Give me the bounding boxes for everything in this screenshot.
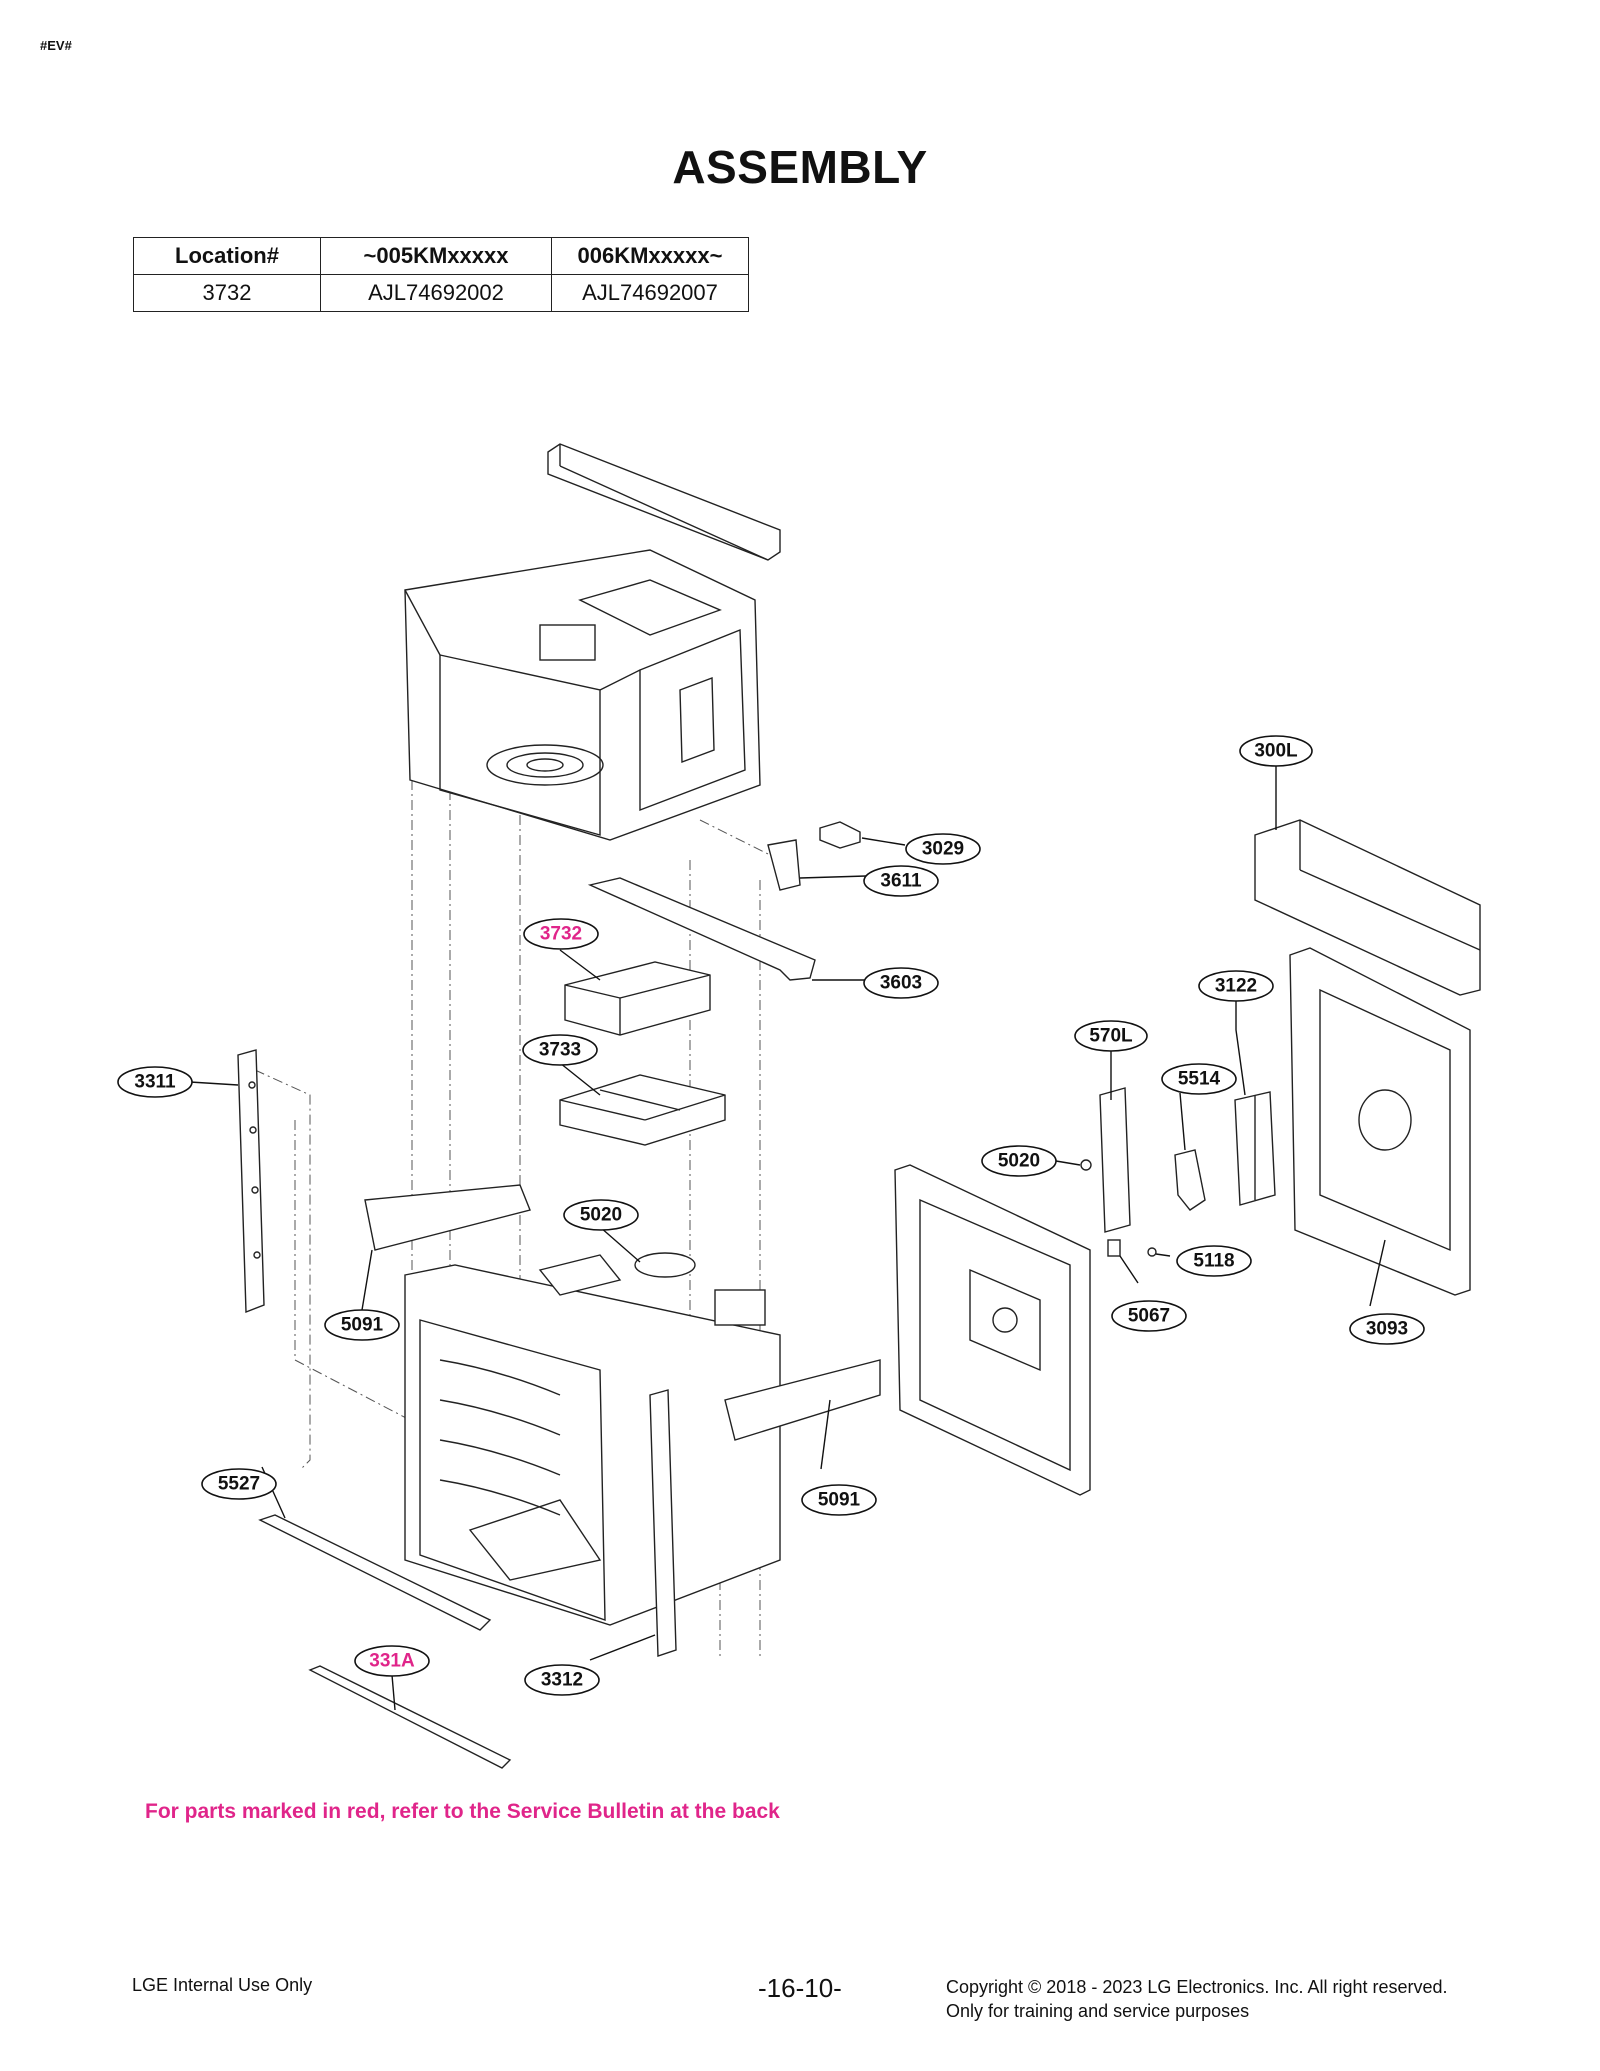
bar-5527-part: [258, 1514, 492, 1631]
copyright-text: Copyright © 2018 - 2023 LG Electronics. …: [946, 1977, 1448, 1997]
callout-label: 5020: [580, 1205, 622, 1226]
callout-label: 3732: [540, 924, 582, 945]
screw-5020-part: [1080, 1159, 1092, 1171]
footer-internal-use: LGE Internal Use Only: [132, 1975, 313, 1995]
callout-5091-left: 5091: [324, 1309, 400, 1341]
callout-label: 5091: [341, 1315, 384, 1336]
callout-3122: 3122: [1198, 970, 1274, 1002]
bracket-3611-part: [767, 839, 801, 891]
module-3732-part: [564, 961, 711, 1036]
page-title: ASSEMBLY: [672, 141, 928, 193]
callout-3029: 3029: [905, 833, 981, 865]
leader-lines: [189, 751, 1386, 1711]
callout-5527: 5527: [201, 1468, 277, 1500]
callout-3093: 3093: [1349, 1313, 1425, 1345]
cover-300L-part: [1254, 819, 1481, 996]
callout-label: 3733: [539, 1040, 581, 1061]
top-cover-part: [547, 443, 781, 561]
callout-5020-center: 5020: [563, 1199, 639, 1231]
trim-3311-part: [237, 1049, 265, 1314]
upper-cavity-part: [404, 549, 761, 841]
callout-331A: 331A: [354, 1645, 430, 1677]
service-bulletin-notice: For parts marked in red, refer to the Se…: [145, 1800, 780, 1823]
callout-label: 331A: [369, 1651, 415, 1672]
table-header-cell: 006KMxxxxx~: [551, 237, 749, 275]
callout-5020-right: 5020: [981, 1145, 1057, 1177]
callout-label: 5067: [1128, 1306, 1170, 1327]
callout-label: 300L: [1254, 741, 1298, 762]
callout-label: 5527: [218, 1474, 260, 1495]
callout-300L: 300L: [1239, 735, 1313, 767]
callout-label: 3311: [134, 1072, 176, 1093]
bar-3603-part: [587, 877, 816, 981]
bracket-570L-part: [1099, 1087, 1131, 1233]
screw-5118-part: [1147, 1247, 1157, 1257]
callout-3312: 3312: [524, 1664, 600, 1696]
bracket-5091-lower-part: [724, 1359, 881, 1441]
callout-5067: 5067: [1111, 1300, 1187, 1332]
strip-331A-part: [308, 1665, 512, 1769]
callout-label: 5118: [1193, 1251, 1234, 1272]
callout-label: 5514: [1178, 1069, 1221, 1090]
callout-3732: 3732: [523, 918, 599, 950]
callout-5514: 5514: [1161, 1063, 1237, 1095]
table-cell: AJL74692002: [320, 274, 552, 312]
callout-label: 5091: [818, 1490, 861, 1511]
bracket-5091-upper-part: [364, 1184, 531, 1251]
trim-3312-part: [649, 1389, 677, 1657]
callout-label: 3093: [1366, 1319, 1408, 1340]
callout-label: 3029: [922, 839, 964, 860]
clip-5067-part: [1107, 1239, 1121, 1257]
callout-label: 3312: [541, 1670, 583, 1691]
bracket-3029-part: [819, 821, 861, 849]
back-panel-part: [894, 1164, 1091, 1496]
table-cell: AJL74692007: [551, 274, 749, 312]
document-tag: #EV#: [40, 38, 72, 53]
location-table: Location# ~005KMxxxxx 006KMxxxxx~ 3732 A…: [133, 237, 749, 312]
lower-oven-cavity-part: [404, 1252, 781, 1626]
footer-copyright-block: Copyright © 2018 - 2023 LG Electronics. …: [946, 1975, 1448, 2023]
purpose-text: Only for training and service purposes: [946, 2001, 1250, 2021]
callout-label: 3603: [880, 973, 922, 994]
part-3122: [1234, 1091, 1276, 1206]
callout-label: 3122: [1215, 976, 1257, 997]
callout-570L: 570L: [1074, 1020, 1148, 1052]
callout-label: 3611: [880, 871, 922, 892]
table-row: 3732 AJL74692002 AJL74692007: [133, 274, 749, 312]
callout-label: 5020: [998, 1151, 1040, 1172]
part-5514: [1174, 1149, 1206, 1211]
callout-3311: 3311: [117, 1066, 193, 1098]
callout-5091-right: 5091: [801, 1484, 877, 1516]
table-cell: 3732: [133, 274, 321, 312]
callout-5118: 5118: [1176, 1245, 1252, 1277]
callout-label: 570L: [1089, 1026, 1133, 1047]
rear-panel-3093-part: [1289, 947, 1471, 1296]
callout-3611: 3611: [863, 865, 939, 897]
page-number: -16-10-: [758, 1973, 842, 2003]
callout-3733: 3733: [522, 1034, 598, 1066]
callout-3603: 3603: [863, 967, 939, 999]
table-header-row: Location# ~005KMxxxxx 006KMxxxxx~: [133, 237, 749, 275]
tray-3733-part: [559, 1074, 726, 1146]
